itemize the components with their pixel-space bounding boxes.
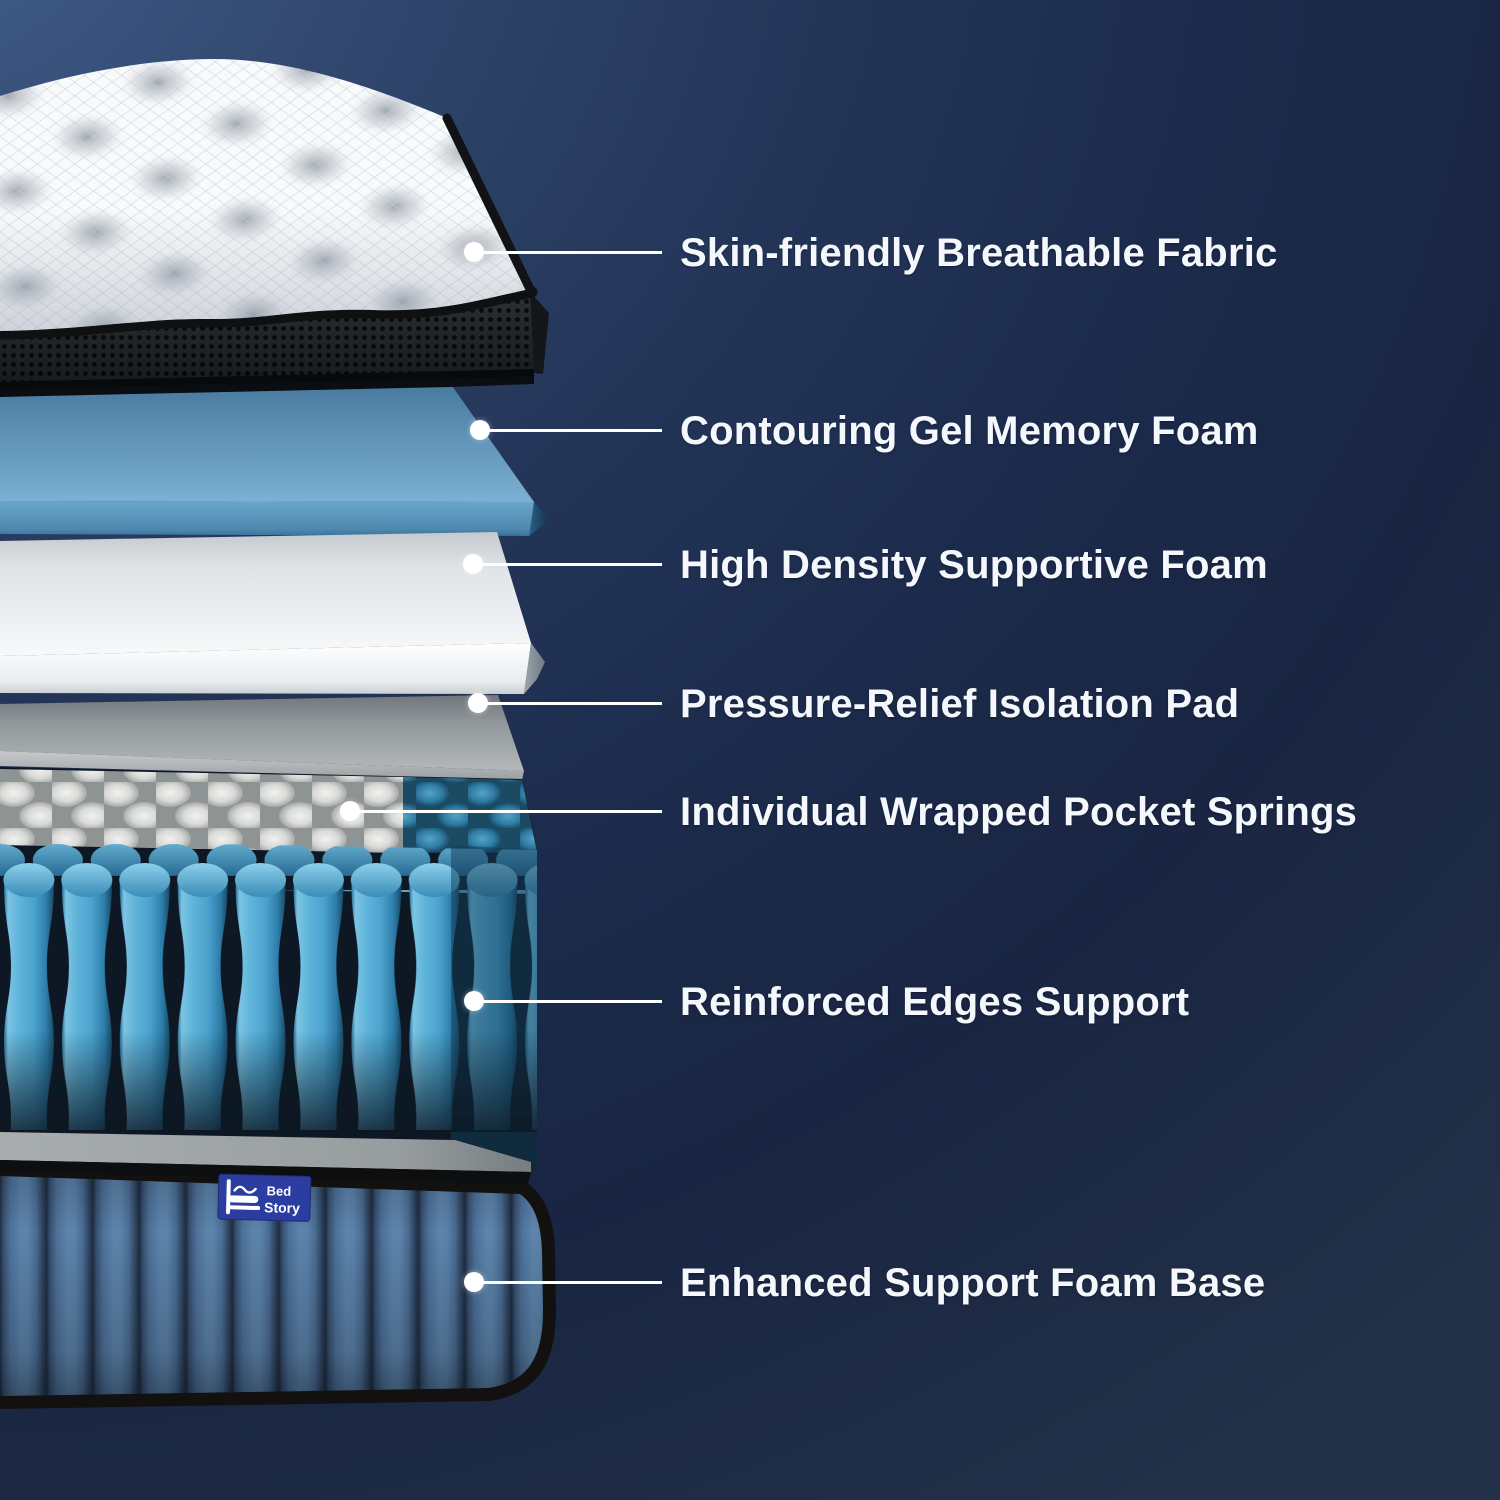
- white-springs: [0, 769, 403, 853]
- quilt-surface: [0, 58, 530, 332]
- pocket-springs-layer: [0, 767, 537, 1170]
- base-top-pad: [0, 1132, 531, 1172]
- isolation-pad-layer: [0, 695, 524, 780]
- bedstory-logo-patch: Bed Story: [217, 1173, 312, 1222]
- logo-text-line1: Bed: [266, 1183, 291, 1199]
- dark-springs: [403, 777, 537, 853]
- high-density-foam-layer: [0, 532, 545, 694]
- foam-base-layer: Bed Story: [0, 1132, 556, 1409]
- gel-memory-foam-layer: [0, 383, 549, 536]
- logo-bed-icon: [226, 1179, 231, 1215]
- quilted-mattress-top: [0, 58, 549, 397]
- logo-text-line2: Story: [264, 1199, 300, 1216]
